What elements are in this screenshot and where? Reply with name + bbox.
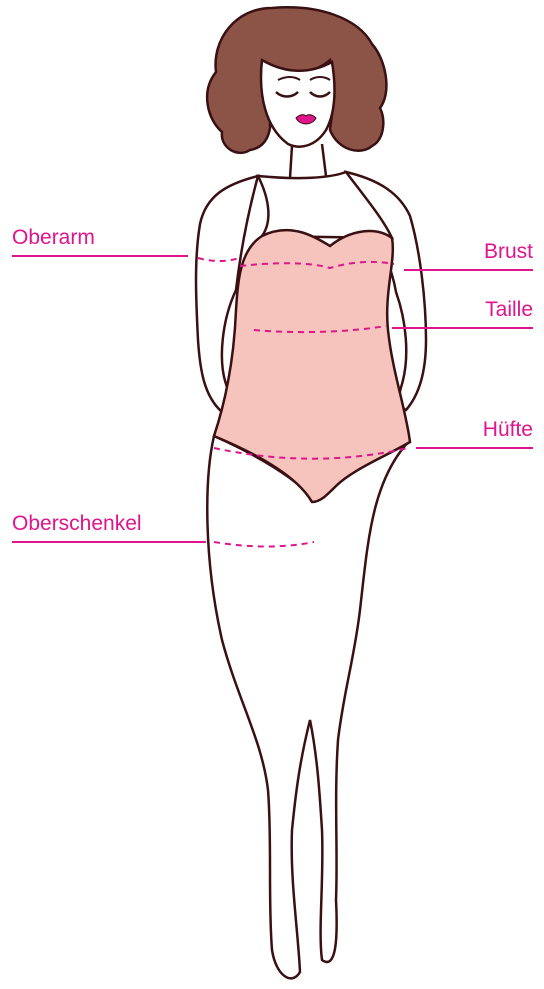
- hip-label: Hüfte: [483, 418, 533, 442]
- bust-label: Brust: [484, 240, 533, 264]
- upper-arm-label: Oberarm: [12, 226, 95, 250]
- legs: [207, 436, 410, 978]
- face: [261, 60, 334, 147]
- neck: [290, 144, 326, 178]
- thigh-label: Oberschenkel: [12, 512, 142, 536]
- waist-label: Taille: [485, 298, 533, 322]
